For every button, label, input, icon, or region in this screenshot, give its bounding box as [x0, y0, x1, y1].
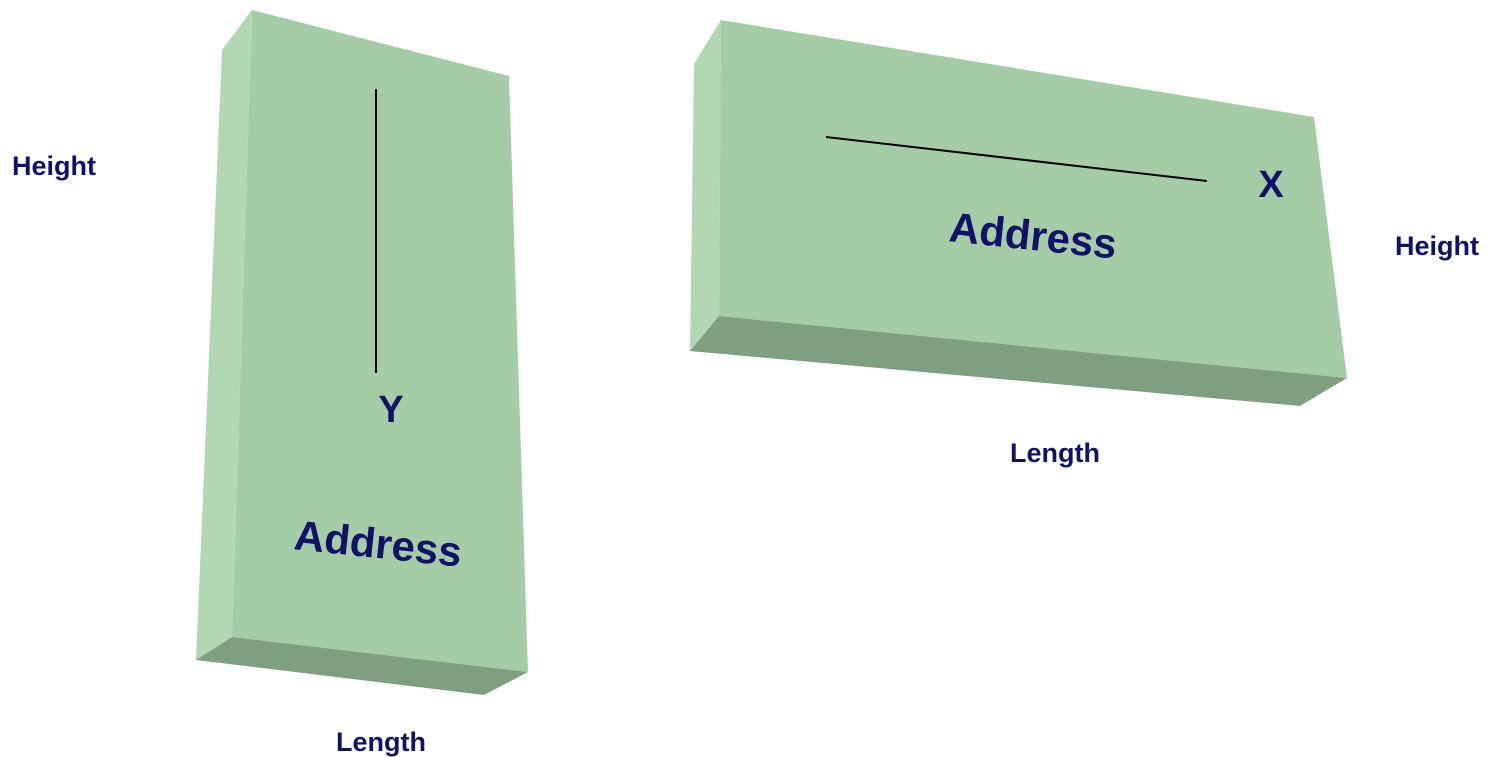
right-block-bottom-face	[690, 316, 1347, 406]
left-block-side-face	[196, 10, 252, 660]
left-length-label: Length	[336, 727, 426, 757]
right-block-front-face	[719, 20, 1347, 378]
x-axis-line	[825, 136, 1208, 182]
y-axis-letter: Y	[378, 389, 403, 431]
left-block-bottom-face	[196, 637, 528, 695]
right-height-label: Height	[1395, 231, 1479, 261]
right-block: X Address	[690, 20, 1347, 406]
left-height-label: Height	[12, 151, 96, 181]
left-block: Y Address	[196, 10, 528, 695]
x-axis-letter: X	[1258, 164, 1284, 206]
left-block-front-face	[232, 10, 528, 672]
right-length-label: Length	[1010, 438, 1100, 468]
right-block-side-face	[690, 20, 721, 351]
